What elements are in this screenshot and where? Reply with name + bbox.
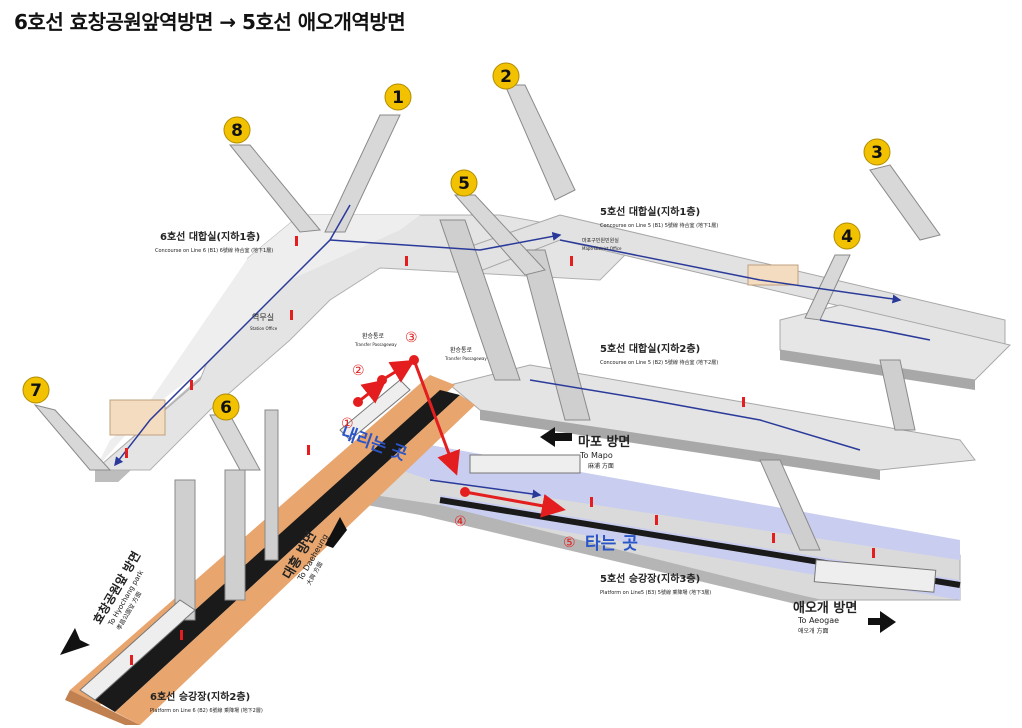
arrow-daeheung — [325, 517, 347, 548]
civil-office-label: 마포구민원민원실 — [582, 237, 619, 244]
step-2: ② — [352, 363, 365, 379]
platform5-en: Platform on Line5 (B3) 5號線 乘降場 (地下3層) — [600, 589, 711, 596]
train-line5-left — [469, 454, 581, 474]
platform6-en: Platform on Line 6 (B2) 6號線 乘降場 (地下2層) — [150, 707, 263, 714]
svg-text:麻浦 方面: 麻浦 方面 — [588, 462, 614, 470]
get-on-label: 타는 곳 — [585, 534, 638, 554]
direction-aeogae: 애오개 방면 To Aeogae 애오개 方面 — [793, 600, 896, 635]
svg-text:To Mapo: To Mapo — [579, 451, 613, 460]
restroom-6 — [109, 399, 166, 436]
step-5: ⑤ — [563, 535, 576, 551]
exit-4[interactable]: 4 — [833, 222, 861, 250]
concourse5-b2-label: 5호선 대합실(지하2층) — [600, 342, 700, 355]
svg-text:7: 7 — [30, 381, 42, 401]
exit-8[interactable]: 8 — [223, 116, 251, 144]
transfer-route: ① ② ③ ④ ⑤ 내리는 곳 타는 곳 — [338, 330, 638, 554]
station-office-label: 역무실 — [252, 312, 274, 322]
step-3: ③ — [405, 330, 418, 346]
exit-2[interactable]: 2 — [492, 62, 520, 90]
svg-text:8: 8 — [231, 121, 243, 141]
walking-paths — [114, 204, 931, 499]
svg-text:5: 5 — [458, 174, 470, 194]
exit-3[interactable]: 3 — [863, 138, 891, 166]
exit-1[interactable]: 1 — [384, 83, 412, 111]
step-4: ④ — [454, 514, 467, 530]
arrow-hyochang — [60, 628, 90, 655]
civil-office-en: Mapo District Office — [582, 246, 622, 251]
concourse5-b2-en: Concourse on Line 5 (B2) 5號線 待合室 (地下2層) — [600, 359, 718, 366]
exit-7[interactable]: 7 — [22, 376, 50, 404]
transfer2-label: 환승통로 — [450, 346, 473, 354]
svg-text:애오개 방면: 애오개 방면 — [793, 600, 857, 616]
svg-text:4: 4 — [841, 227, 853, 247]
page-title: 6호선 효창공원앞역방면 → 5호선 애오개역방면 — [14, 10, 406, 34]
exit-6[interactable]: 6 — [212, 393, 240, 421]
platform-line5 — [338, 445, 961, 605]
concourse6-en: Concourse on Line 6 (B1) 6號線 待合室 (地下1層) — [155, 247, 273, 254]
transfer1-en: Transfer Passageway — [354, 342, 397, 347]
platform5-label: 5호선 승강장(지하3층) — [600, 572, 700, 585]
svg-text:6: 6 — [220, 398, 232, 418]
exit-markers: 1 2 3 4 5 6 7 8 — [22, 62, 891, 421]
step-1: ① — [341, 416, 354, 432]
concourse6-label: 6호선 대합실(지하1층) — [160, 230, 260, 243]
concourse5-b1-en: Concourse on Line 5 (B1) 5號線 待合室 (地下1層) — [600, 222, 718, 229]
concourse5-b1-label: 5호선 대합실(지하1층) — [600, 205, 700, 218]
svg-text:마포 방면: 마포 방면 — [578, 434, 630, 450]
transfer2-en: Transfer Passageway — [444, 356, 487, 361]
stairs — [174, 219, 916, 621]
svg-text:애오개 方面: 애오개 方面 — [798, 627, 828, 635]
svg-text:1: 1 — [392, 88, 404, 108]
exit-5[interactable]: 5 — [450, 169, 478, 197]
transfer1-label: 환승통로 — [362, 332, 385, 340]
platform6-label: 6호선 승강장(지하2층) — [150, 690, 250, 703]
area-labels: 6호선 대합실(지하1층) Concourse on Line 6 (B1) 6… — [150, 205, 718, 714]
exit-stairs — [33, 84, 941, 471]
svg-text:3: 3 — [871, 143, 883, 163]
station-office-en: Station Office — [250, 326, 278, 331]
train-line5-right — [813, 559, 937, 593]
red-markers — [125, 236, 875, 665]
direction-mapo: 마포 방면 To Mapo 麻浦 方面 — [540, 427, 630, 470]
svg-text:To Aeogae: To Aeogae — [797, 616, 839, 625]
svg-text:2: 2 — [500, 67, 512, 87]
